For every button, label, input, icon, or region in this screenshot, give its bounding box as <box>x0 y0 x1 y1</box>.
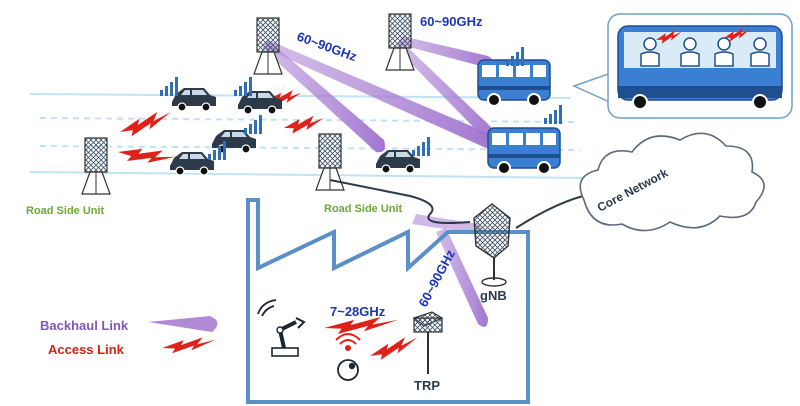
beam-4 <box>398 36 494 68</box>
legend-backhaul-glyph <box>148 316 218 332</box>
freq-label-right: 60~90GHz <box>420 14 483 29</box>
factory-outline <box>246 198 530 404</box>
gnb-label: gNB <box>480 288 507 303</box>
signal-icon <box>234 77 252 96</box>
signal-icon <box>412 137 430 156</box>
car-icon <box>169 151 215 176</box>
fiber-cable <box>329 179 471 224</box>
antenna-icon <box>253 17 283 75</box>
rsu-label-left: Road Side Unit <box>26 205 105 217</box>
legend-access-label: Access Link <box>48 342 125 357</box>
beam-3 <box>396 40 495 140</box>
beam-vertical <box>436 228 488 327</box>
signal-icon <box>544 105 562 124</box>
beam-2 <box>264 40 495 148</box>
signal-icon <box>244 115 262 134</box>
bus-icon <box>487 127 561 175</box>
backhaul-beams <box>262 36 495 327</box>
bus-icon <box>477 59 551 107</box>
freq-label-factory: 7~28GHz <box>330 304 386 319</box>
cloud-icon <box>579 132 765 232</box>
bus-interior-callout <box>571 13 793 119</box>
trp-label: TRP <box>414 378 440 393</box>
signal-icon <box>160 77 178 96</box>
robot-arm-icon <box>257 299 306 357</box>
antenna-icon <box>81 137 111 195</box>
rsu-label-right: Road Side Unit <box>324 203 403 215</box>
sensor-icon <box>335 333 361 381</box>
beam-1 <box>262 40 385 153</box>
car-icon <box>171 87 217 112</box>
trp-icon <box>412 311 444 374</box>
access-links-road <box>116 89 326 168</box>
gnb-tower-icon <box>473 203 511 287</box>
legend-backhaul-label: Backhaul Link <box>40 318 129 333</box>
legend-access-glyph <box>161 336 217 355</box>
core-link <box>515 193 593 229</box>
antenna-icon <box>385 13 415 71</box>
